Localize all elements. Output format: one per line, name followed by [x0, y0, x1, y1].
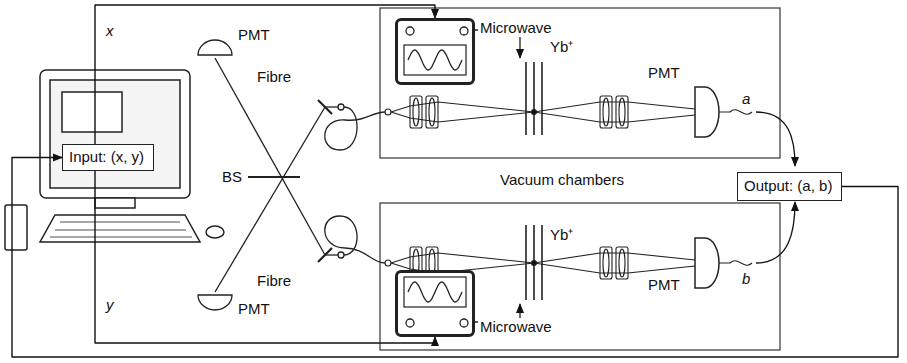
detector-label: PMT	[236, 26, 272, 44]
detector-label: PMT	[236, 300, 272, 318]
loop-label: y	[104, 296, 116, 314]
trap-optics	[385, 30, 752, 322]
device-label: Microwave	[478, 19, 554, 37]
signal-arrow	[756, 202, 795, 263]
microwave-generator: Microwave	[395, 18, 475, 85]
beam-splitter-label: BS	[220, 168, 244, 186]
beam-splitter-setup	[198, 40, 385, 310]
vacuum-chamber	[380, 8, 780, 158]
ion-label: Yb⁺	[548, 226, 575, 244]
device-label: Microwave	[478, 318, 554, 336]
detector-label: PMT	[646, 64, 682, 82]
ion-label: Yb⁺	[548, 38, 575, 56]
input-box: Input: (x, y)	[62, 144, 154, 171]
loop-label: x	[104, 22, 116, 40]
connector	[95, 171, 435, 343]
oscilloscope-screen	[398, 21, 472, 82]
connector	[95, 5, 435, 144]
box-label: Input: (x, y)	[69, 148, 147, 166]
fibre-label: Fibre	[255, 272, 293, 290]
box-label: Output: (a, b)	[744, 177, 835, 195]
connector	[12, 158, 898, 358]
oscilloscope-screen	[398, 273, 472, 334]
fibre-label: Fibre	[255, 68, 293, 86]
microwave-generator: Microwave	[395, 270, 475, 337]
signal-arrow	[756, 112, 795, 166]
vacuum-chamber	[380, 203, 780, 350]
output-box: Output: (a, b)	[737, 172, 842, 201]
detector-label: PMT	[646, 276, 682, 294]
computer-icon	[5, 70, 224, 250]
chamber-label: Vacuum chambers	[498, 171, 626, 189]
output-label: b	[740, 270, 752, 288]
output-label: a	[740, 90, 752, 108]
